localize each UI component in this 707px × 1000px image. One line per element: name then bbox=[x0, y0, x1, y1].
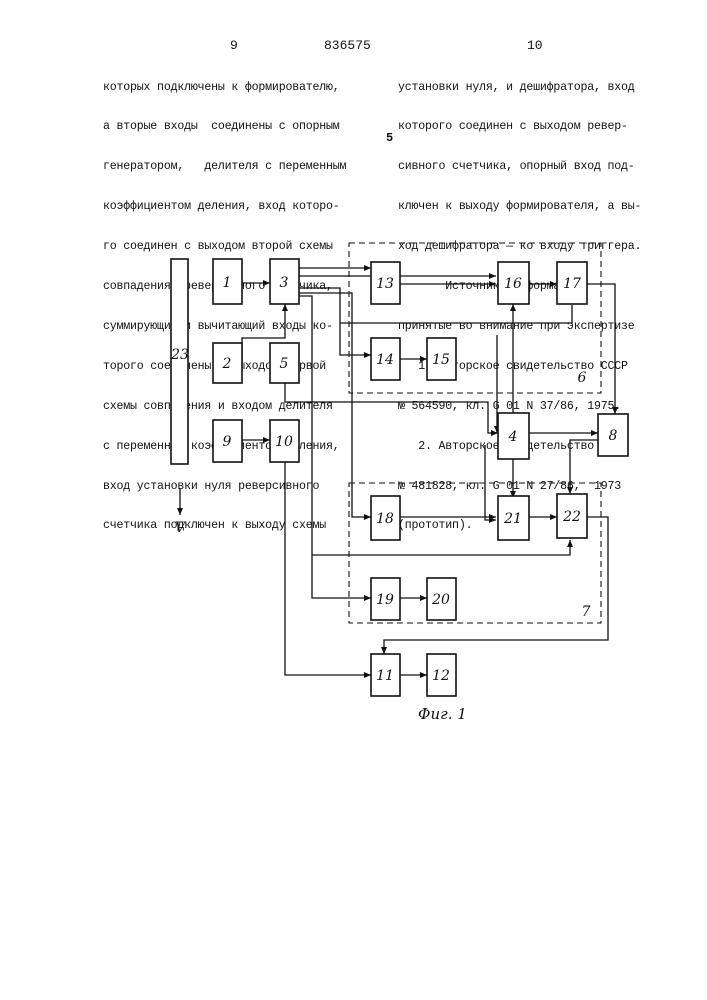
label-block-16: 16 bbox=[504, 276, 522, 292]
label-block-15: 15 bbox=[432, 352, 450, 368]
velocity-label: V bbox=[175, 520, 187, 536]
label-block-22: 22 bbox=[562, 509, 581, 525]
label-block-2: 2 bbox=[222, 356, 232, 372]
label-block-20: 20 bbox=[431, 592, 450, 608]
label-block-7: 7 bbox=[582, 604, 591, 620]
label-block-6: 6 bbox=[578, 370, 587, 386]
label-block-4: 4 bbox=[508, 429, 518, 445]
label-block-13: 13 bbox=[376, 276, 394, 292]
label-block-9: 9 bbox=[223, 434, 232, 450]
label-block-14: 14 bbox=[376, 352, 394, 368]
label-block-21: 21 bbox=[503, 511, 522, 527]
figure-caption: Фиг. 1 bbox=[418, 705, 467, 723]
label-block-17: 17 bbox=[563, 276, 581, 292]
label-block-11: 11 bbox=[376, 668, 394, 684]
label-block-3: 3 bbox=[280, 275, 289, 291]
label-block-12: 12 bbox=[432, 668, 450, 684]
label-block-18: 18 bbox=[376, 511, 394, 527]
label-block-19: 19 bbox=[376, 592, 394, 608]
label-block-8: 8 bbox=[609, 428, 618, 444]
label-block-1: 1 bbox=[223, 275, 232, 291]
label-block-23: 23 bbox=[170, 347, 189, 363]
label-block-10: 10 bbox=[275, 434, 293, 450]
blocks bbox=[171, 259, 628, 696]
label-block-5: 5 bbox=[280, 356, 289, 372]
